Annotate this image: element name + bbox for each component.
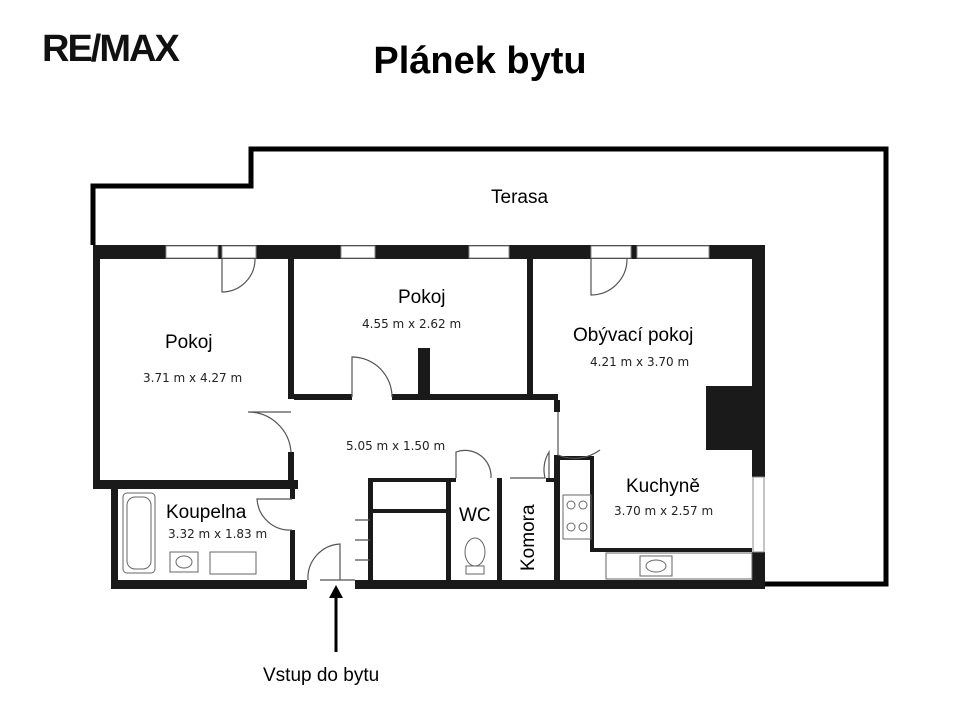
windows	[165, 245, 765, 553]
entry-arrow	[329, 585, 343, 652]
bathroom-dims: 3.32 m x 1.83 m	[168, 527, 267, 541]
hall-dims: 5.05 m x 1.50 m	[346, 439, 445, 453]
storage-label: Komora	[518, 504, 539, 571]
room-middle-label: Pokoj	[398, 287, 446, 308]
living-dims: 4.21 m x 3.70 m	[590, 355, 689, 369]
room-middle-dims: 4.55 m x 2.62 m	[362, 317, 461, 331]
bathroom-label: Koupelna	[166, 502, 247, 523]
terrace-label: Terasa	[491, 187, 548, 208]
entry-label: Vstup do bytu	[263, 665, 379, 686]
page-title: Plánek bytu	[373, 40, 587, 82]
kitchen-label: Kuchyně	[626, 476, 700, 497]
fixtures	[122, 492, 753, 580]
logo-text: RE/MAX	[42, 28, 180, 70]
wc-label: WC	[459, 505, 491, 526]
room-left-dims: 3.71 m x 4.27 m	[143, 371, 242, 385]
doors	[221, 258, 628, 581]
terrace-outline	[90, 146, 889, 587]
room-left-label: Pokoj	[165, 332, 213, 353]
remax-logo: RE/MAX	[42, 28, 180, 70]
kitchen-dims: 3.70 m x 2.57 m	[614, 504, 713, 518]
living-label: Obývací pokoj	[573, 325, 693, 346]
interior-walls	[288, 259, 752, 586]
